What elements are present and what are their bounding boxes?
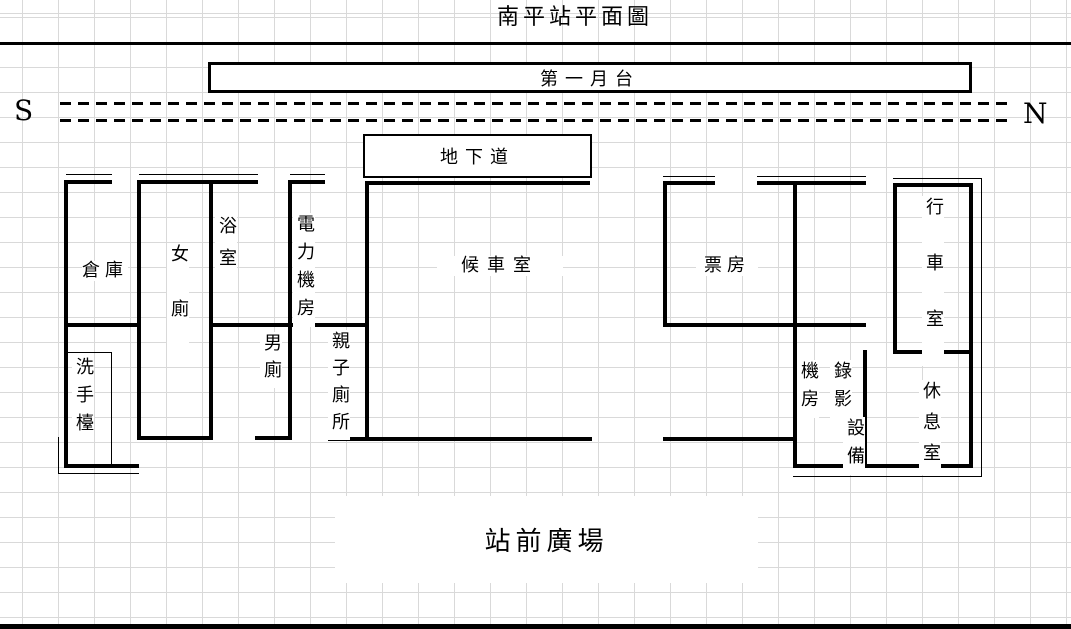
track-south-label: S	[14, 94, 34, 127]
wall-segment	[255, 436, 292, 440]
room-label-waiting-room: 候車室	[437, 256, 563, 276]
thin-line	[663, 176, 715, 177]
wall-segment	[863, 350, 867, 468]
track-north-label: N	[1023, 97, 1048, 130]
wall-segment	[663, 181, 667, 327]
wall-segment	[893, 183, 973, 187]
thin-line	[793, 476, 982, 477]
thin-line	[58, 473, 139, 474]
wall-segment	[367, 181, 590, 185]
wall-segment	[365, 181, 369, 441]
wall-segment	[757, 181, 866, 185]
thin-line	[139, 174, 258, 175]
wall-segment	[969, 183, 973, 468]
wall-segment	[663, 323, 866, 327]
top-rule	[0, 42, 1071, 45]
room-label-sink-counter: 洗手檯	[72, 356, 94, 442]
track-dashed-line-lower	[60, 119, 1008, 122]
thin-line	[66, 174, 112, 175]
bottom-rule	[0, 624, 1071, 629]
underpass-label: 地下道	[440, 147, 515, 168]
wall-segment	[288, 180, 292, 440]
thin-line	[757, 176, 866, 177]
track-dashed-line-upper	[60, 102, 1008, 105]
room-label-recording-equipment-part2: 設備	[843, 417, 865, 475]
sink-counter-box	[67, 352, 112, 466]
wall-segment	[137, 180, 141, 440]
wall-segment	[893, 183, 897, 354]
plaza-label: 站前廣場	[484, 527, 609, 557]
wall-segment	[793, 181, 797, 468]
thin-line	[893, 178, 982, 179]
platform-box: 第一月台	[208, 62, 972, 93]
wall-segment	[793, 464, 973, 468]
page-title: 南平站平面圖	[496, 5, 653, 30]
wall-segment	[66, 180, 112, 184]
platform-label: 第一月台	[540, 68, 640, 90]
wall-segment	[64, 180, 68, 468]
thin-line	[290, 174, 325, 175]
room-label-warehouse: 倉庫	[82, 260, 128, 281]
wall-segment	[139, 180, 258, 184]
wall-segment	[290, 180, 325, 184]
room-label-recording-equipment-part1: 錄影	[830, 360, 852, 418]
underpass-box: 地下道	[363, 134, 592, 178]
wall-segment	[663, 437, 797, 441]
wall-segment	[663, 181, 715, 185]
thin-line	[58, 437, 59, 474]
wall-segment	[141, 436, 213, 440]
room-label-bathroom: 浴室	[215, 215, 237, 281]
room-label-rest-room: 休息室	[919, 380, 941, 475]
room-label-power-room: 電力機房	[293, 213, 315, 327]
wall-segment	[328, 437, 592, 441]
plaza-area: 站前廣場	[335, 496, 758, 583]
room-label-family-toilet: 親子廁所	[328, 330, 350, 440]
wall-segment	[209, 180, 213, 440]
room-label-ticket-office: 票房	[696, 256, 758, 276]
wall-segment	[64, 464, 139, 468]
room-label-women-toilet: 女廁	[167, 243, 189, 355]
thin-line	[981, 178, 982, 477]
room-label-machine-room: 機房	[797, 360, 819, 418]
room-label-operation-room: 行車室	[922, 196, 944, 366]
wall-segment	[64, 323, 139, 327]
room-label-men-toilet: 男廁	[260, 332, 282, 388]
